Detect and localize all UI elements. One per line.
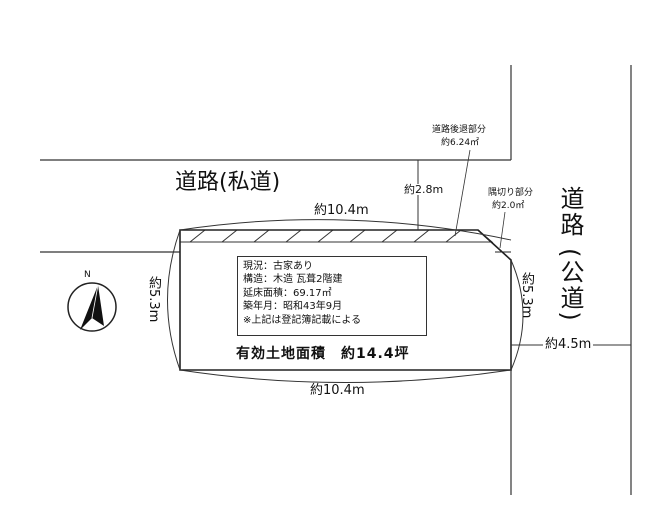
- setback-width-label: 約2.8m: [402, 183, 446, 196]
- top-dimension-arc: [179, 219, 512, 241]
- right-dimension-label: 約5.3m: [519, 272, 534, 319]
- road-width-label: 約4.5m: [543, 337, 594, 352]
- setback-area: 約6.24㎡: [441, 138, 480, 148]
- lot-outline: [179, 229, 512, 371]
- info-built: 築年月：昭和43年9月: [243, 301, 343, 313]
- corner-cut-area: 約2.0㎡: [492, 201, 525, 211]
- corner-cut-leader: [499, 211, 506, 249]
- public-road-label-top: 道路: [556, 186, 584, 238]
- setback-hatching: [179, 229, 494, 243]
- corner-cut-label: 隅切り部分: [488, 188, 534, 198]
- north-label: N: [84, 270, 91, 280]
- left-dimension-label: 約5.3m: [146, 276, 161, 323]
- left-dimension-arc: [167, 229, 181, 371]
- top-dimension-label: 約10.4m: [312, 203, 371, 218]
- public-road-label-bottom: (公道): [556, 248, 584, 323]
- bottom-dimension-label: 約10.4m: [308, 383, 367, 398]
- setback-leader: [454, 149, 471, 237]
- right-dimension-arc: [510, 259, 524, 371]
- private-road-label: 道路(私道): [175, 170, 281, 195]
- setback-label: 道路後退部分: [432, 125, 487, 135]
- info-floor-area: 延床面積：69.17㎡: [243, 287, 332, 299]
- effective-area-label: 有効土地面積 約14.4坪: [236, 346, 410, 362]
- info-structure: 構造：木造 瓦葺2階建: [243, 274, 343, 286]
- info-status: 現況：古家あり: [243, 261, 313, 272]
- north-arrow-icon: [67, 282, 117, 332]
- building-info-box: 現況：古家あり 構造：木造 瓦葺2階建 延床面積：69.17㎡ 築年月：昭和43…: [237, 256, 427, 336]
- bottom-dimension-arc: [179, 369, 512, 383]
- info-note: ※上記は登記簿記載による: [243, 314, 362, 326]
